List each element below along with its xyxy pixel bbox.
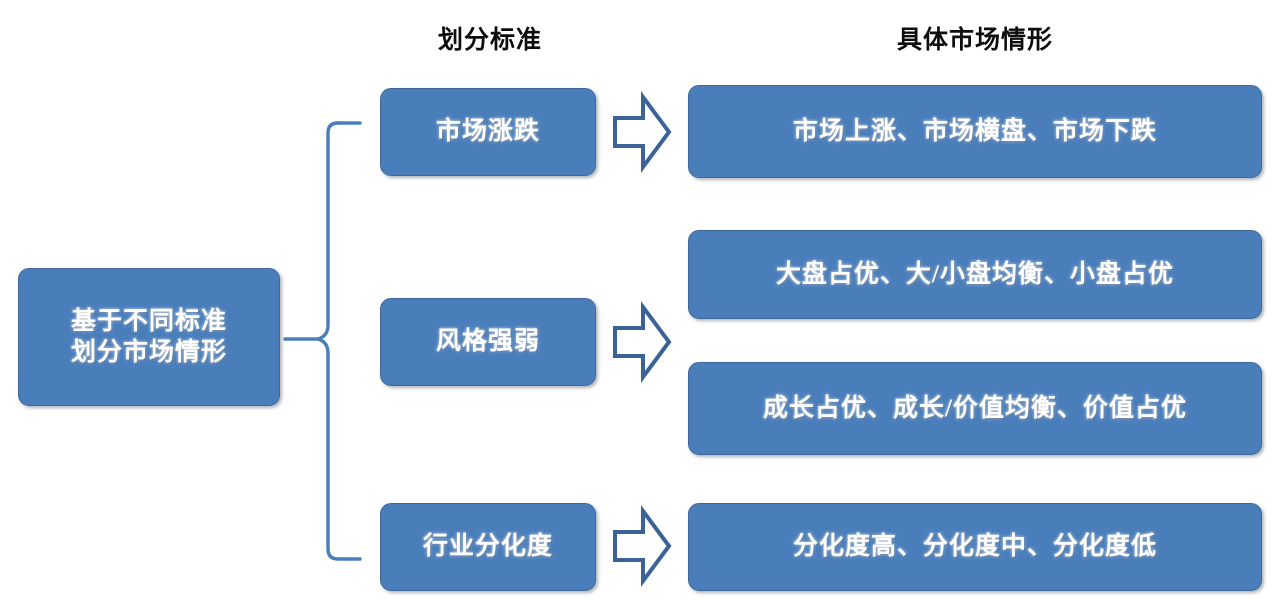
column-header-cases: 具体市场情形: [896, 27, 1053, 54]
root-node-line2: 划分市场情形: [70, 339, 227, 366]
block-arrow-right-icon-3: [611, 504, 673, 588]
block-arrow-right-icon-1: [611, 90, 673, 174]
criteria-node-3-label: 行业分化度: [422, 533, 553, 561]
case-node-2b-label: 成长占优、成长/价值均衡、价值占优: [763, 394, 1187, 422]
case-node-2a[interactable]: 大盘占优、大/小盘均衡、小盘占优: [688, 230, 1262, 319]
criteria-node-1-label: 市场涨跌: [435, 118, 540, 146]
case-node-1[interactable]: 市场上涨、市场横盘、市场下跌: [688, 85, 1262, 178]
case-node-2b[interactable]: 成长占优、成长/价值均衡、价值占优: [688, 362, 1262, 455]
case-node-3[interactable]: 分化度高、分化度中、分化度低: [688, 503, 1262, 591]
criteria-node-1[interactable]: 市场涨跌: [380, 88, 596, 176]
criteria-node-2[interactable]: 风格强弱: [380, 298, 596, 386]
brace-icon: [283, 121, 362, 561]
column-header-criteria: 划分标准: [437, 27, 542, 54]
root-node-line1: 基于不同标准: [70, 307, 227, 335]
criteria-node-2-label: 风格强弱: [435, 328, 540, 356]
case-node-1-label: 市场上涨、市场横盘、市场下跌: [792, 117, 1157, 145]
root-node[interactable]: 基于不同标准 划分市场情形: [18, 268, 280, 406]
case-node-2a-label: 大盘占优、大/小盘均衡、小盘占优: [776, 260, 1174, 288]
criteria-node-3[interactable]: 行业分化度: [380, 503, 596, 591]
brace-connector: [282, 120, 372, 562]
case-node-3-label: 分化度高、分化度中、分化度低: [792, 533, 1157, 561]
block-arrow-right-icon-2: [611, 300, 673, 384]
